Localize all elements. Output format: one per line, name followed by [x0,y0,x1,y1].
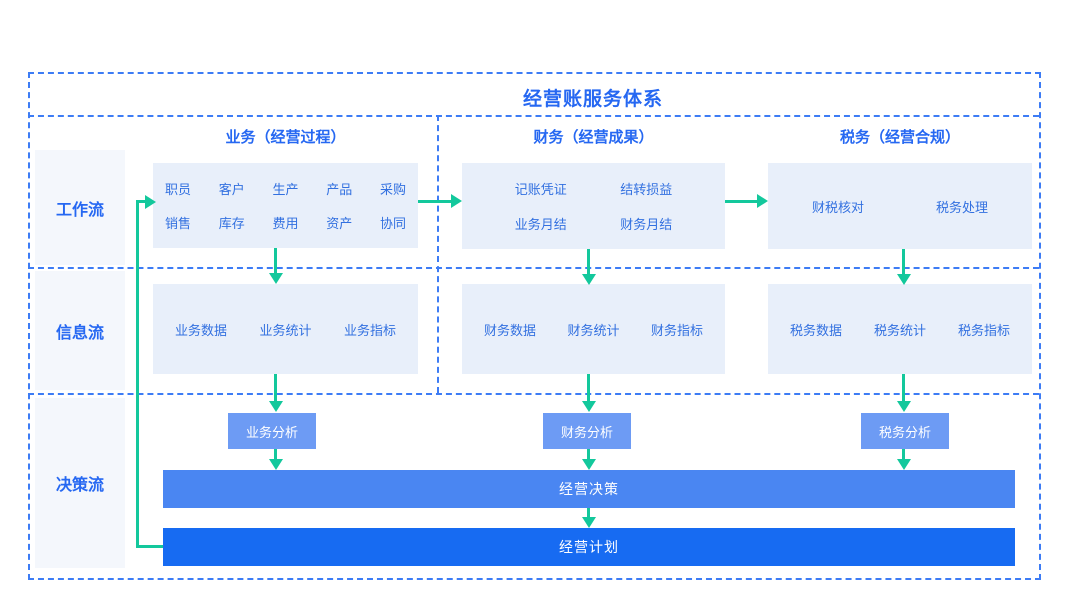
workflow-item: 库存 [218,216,245,232]
arrow-business-workflow-to-info-head [269,273,283,284]
divider-workflow-info [28,267,1039,269]
arrow-finance-analysis-to-decision-head [582,459,596,470]
info-box-tax: 税务数据 税务统计 税务指标 [768,284,1032,374]
arrow-business-workflow-to-info-line [274,248,277,274]
arrow-finance-workflow-to-info-line [587,249,590,275]
workflow-item: 生产 [272,181,299,197]
arrow-business-to-finance-line [418,200,452,203]
arrow-tax-info-to-analysis-line [902,374,905,402]
arrow-business-analysis-to-decision-line [274,449,277,460]
workflow-item: 税务处理 [935,199,988,215]
workflow-item: 财税核对 [812,199,865,215]
workflow-item: 采购 [379,181,406,197]
row-label-decision: 决策流 [35,398,125,568]
feedback-loop-top-line [136,200,146,203]
workflow-item: 产品 [326,181,353,197]
workflow-item: 结转损益 [620,182,673,197]
info-box-finance: 财务数据 财务统计 财务指标 [462,284,725,374]
workflow-item: 记账凭证 [514,182,567,197]
arrow-tax-info-to-analysis-head [897,401,911,412]
info-item: 业务统计 [259,322,312,338]
arrow-finance-info-to-analysis-head [582,401,596,412]
arrow-finance-info-to-analysis-line [587,374,590,402]
diagram-outer-border [28,72,1041,580]
info-item: 业务数据 [175,322,228,338]
info-item: 税务指标 [957,322,1010,338]
info-item: 财务数据 [484,322,537,338]
analysis-box-finance: 财务分析 [543,413,631,449]
arrow-decision-to-plan-line [587,508,590,518]
column-header-business: 业务（经营过程） [225,129,346,146]
workflow-item: 财务月结 [620,217,673,232]
column-header-tax: 税务（经营合规） [839,129,960,146]
arrow-finance-analysis-to-decision-line [587,449,590,460]
analysis-box-business: 业务分析 [228,413,316,449]
arrow-business-info-to-analysis-line [274,374,277,402]
info-item: 财务指标 [650,322,703,338]
workflow-box-finance: 记账凭证 结转损益 业务月结 财务月结 [462,163,725,249]
info-item: 财务统计 [567,322,620,338]
info-item: 税务统计 [873,322,926,338]
divider-business-finance [437,115,439,393]
arrow-finance-workflow-to-info-head [582,274,596,285]
workflow-item: 业务月结 [514,217,567,232]
workflow-item: 销售 [165,216,192,232]
arrow-business-to-finance-head [451,194,462,208]
arrow-decision-to-plan-head [582,517,596,528]
workflow-item: 协同 [379,216,406,232]
feedback-loop-vertical-line [136,200,139,548]
arrow-tax-analysis-to-decision-line [902,449,905,460]
info-item: 业务指标 [343,322,396,338]
workflow-item: 资产 [326,216,353,232]
decision-bar: 经营决策 [163,470,1015,508]
feedback-loop-head [145,195,156,209]
arrow-finance-to-tax-line [725,200,758,203]
workflow-item: 费用 [272,216,299,232]
row-label-information: 信息流 [35,271,125,390]
arrow-tax-workflow-to-info-line [902,249,905,275]
column-header-finance: 财务（经营成果） [533,129,654,146]
arrow-business-analysis-to-decision-head [269,459,283,470]
arrow-tax-workflow-to-info-head [897,274,911,285]
workflow-box-business: 职员 客户 生产 产品 采购 销售 库存 费用 资产 协同 [153,163,418,248]
arrow-finance-to-tax-head [757,194,768,208]
workflow-box-business-row1: 职员 客户 生产 产品 采购 [165,179,406,198]
row-label-workflow: 工作流 [35,150,125,265]
divider-below-title [28,115,1039,117]
workflow-box-tax: 财税核对 税务处理 [768,163,1032,249]
workflow-item: 职员 [165,181,192,197]
diagram-title: 经营账服务体系 [522,89,663,110]
workflow-box-business-row2: 销售 库存 费用 资产 协同 [165,213,406,232]
info-box-business: 业务数据 业务统计 业务指标 [153,284,418,374]
workflow-item: 客户 [218,181,245,197]
feedback-loop-bottom-line [136,545,163,548]
arrow-tax-analysis-to-decision-head [897,459,911,470]
analysis-box-tax: 税务分析 [861,413,949,449]
divider-info-decision [28,393,1039,395]
info-item: 税务数据 [790,322,843,338]
plan-bar: 经营计划 [163,528,1015,566]
arrow-business-info-to-analysis-head [269,401,283,412]
